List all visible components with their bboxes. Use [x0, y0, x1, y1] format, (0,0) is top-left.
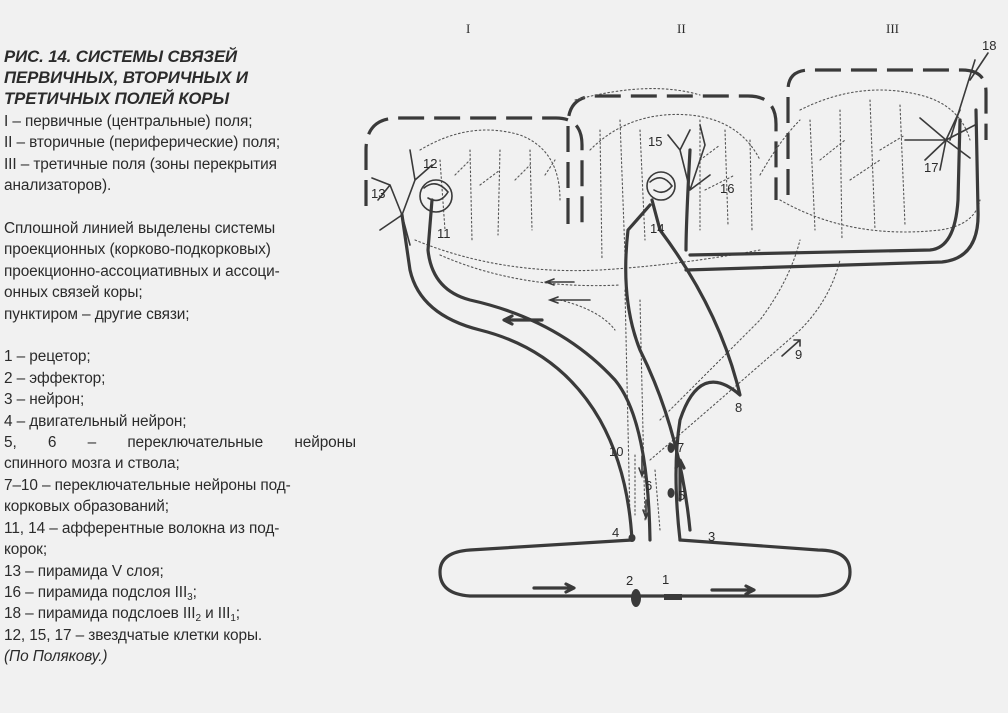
field-boundary-iii: [786, 68, 988, 195]
legend-item: 5, 6 – переключательные нейроны: [4, 434, 356, 452]
label-11: 11: [437, 226, 451, 241]
label-15: 15: [648, 134, 662, 149]
line-note: пунктиром – другие связи;: [4, 305, 190, 323]
line-note: Сплошной линией выделены системы: [4, 220, 276, 238]
column-label-i: I: [466, 21, 470, 36]
legend-item: 2 – эффектор;: [4, 369, 106, 387]
association-fiber-iii: [684, 108, 980, 272]
label-16: 16: [720, 181, 734, 196]
figure-title-line: ПЕРВИЧНЫХ, ВТОРИЧНЫХ И: [4, 68, 248, 87]
legend-item-16-tail: ;: [192, 583, 197, 601]
field-type-primary: I – первичные (центральные) поля;: [4, 113, 253, 130]
legend-item-18: 18 – пирамида подслоев III2 и III1;: [4, 603, 356, 624]
stellate-cell-15: [646, 171, 676, 201]
field-type-tertiary: III – третичные поля (зоны перекрытия: [4, 155, 277, 173]
label-10: 10: [609, 444, 623, 459]
neuron-4-soma: [628, 534, 636, 542]
legend-item-stellate: 12, 15, 17 – звездчатые клетки коры.: [4, 626, 263, 644]
arrow-up-right-icon: [781, 339, 801, 357]
legend-item: корковых образований;: [4, 498, 169, 516]
arrow-left-icon: [543, 278, 575, 286]
legend-item: 13 – пирамида V слоя;: [4, 562, 164, 580]
leader-line-18: [969, 52, 989, 81]
subscript: 3: [187, 591, 193, 603]
legend-item: 4 – двигательный нейрон;: [4, 412, 187, 430]
stellate-cell-17: [904, 109, 976, 171]
legend-item: 1 – рецетор;: [4, 348, 91, 366]
legend-item: 7–10 – переключательные нейроны под-: [4, 476, 291, 494]
arrow-left-icon: [547, 296, 591, 304]
label-9: 9: [795, 347, 802, 362]
label-12: 12: [423, 156, 437, 171]
legend-item-18-text: 18 – пирамида подслоев III: [4, 605, 196, 623]
label-8: 8: [735, 400, 742, 415]
figure-title: Рис. 14. СИСТЕМЫ СВЯЗЕЙ ПЕРВИЧНЫХ, ВТОРИ…: [4, 46, 356, 109]
subscript: 2: [195, 613, 201, 625]
pyramid-18-dendrite: [949, 59, 976, 141]
label-1: 1: [662, 572, 669, 587]
afferent-fiber-11: [400, 213, 634, 542]
reflex-arc: [438, 538, 852, 598]
arrow-right-icon: [532, 582, 576, 594]
legend-item-18-tail: ;: [235, 605, 240, 623]
arrow-down-icon: [638, 455, 646, 479]
legend-item: 11, 14 – афферентные волокна из под-: [4, 519, 280, 537]
column-label-iii: III: [886, 21, 899, 36]
pyramid-15: [667, 124, 711, 191]
label-6: 6: [645, 478, 652, 493]
field-type-tertiary-cont: анализаторов).: [4, 177, 112, 195]
stellate-cell-12: [419, 179, 453, 213]
arrow-down-icon: [642, 499, 650, 521]
effector-2: [631, 589, 641, 607]
legend-item-16: 16 – пирамида подслоя III3;: [4, 582, 356, 603]
label-3: 3: [708, 529, 715, 544]
label-7: 7: [677, 440, 684, 455]
legend-item-18-mid: и III: [200, 605, 231, 623]
legend-item: спинного мозга и ствола;: [4, 455, 180, 473]
figure-title-line: ТРЕТИЧНЫХ ПОЛЕЙ КОРЫ: [4, 89, 230, 108]
line-note: онных связей коры;: [4, 284, 143, 302]
subscript: 1: [230, 613, 236, 625]
field-type-secondary: II – вторичные (периферические) поля;: [4, 134, 281, 152]
label-18: 18: [982, 38, 996, 53]
neuron-5-soma: [667, 488, 675, 498]
label-5: 5: [678, 488, 685, 503]
legend-panel: Рис. 14. СИСТЕМЫ СВЯЗЕЙ ПЕРВИЧНЫХ, ВТОРИ…: [4, 46, 356, 668]
association-fiber-iii-upper: [684, 118, 962, 257]
receptor-1: [664, 594, 682, 600]
relay-nuclei: [628, 443, 682, 607]
direction-arrows: [502, 278, 801, 596]
legend-item-16-text: 16 – пирамида подслоя III: [4, 583, 188, 601]
label-14: 14: [650, 221, 664, 236]
label-13: 13: [371, 186, 385, 201]
line-note: проекционных (корково-подкорковых): [4, 241, 271, 259]
label-4: 4: [612, 525, 619, 540]
arrow-up-icon: [674, 458, 686, 502]
field-boundary-ii: [566, 94, 778, 224]
diagram-labels: 1 2 3 4 5 6 7 8 9 10 11 12 13 14 15 16 1…: [371, 38, 996, 588]
arrow-right-icon: [710, 584, 756, 596]
label-2: 2: [626, 573, 633, 588]
line-note: проекционно-ассоциативных и ассоци-: [4, 262, 280, 280]
afferent-fiber-11-inner: [426, 198, 652, 542]
label-17: 17: [924, 160, 938, 175]
legend-item: корок;: [4, 541, 47, 559]
pathway-8: [650, 198, 742, 542]
arrow-left-icon: [502, 314, 544, 326]
column-label-ii: II: [677, 21, 686, 36]
legend-item: 3 – нейрон;: [4, 391, 85, 409]
pyramid-13: [371, 149, 433, 246]
field-boundary-i: [364, 116, 584, 230]
figure-title-line: Рис. 14. СИСТЕМЫ СВЯЗЕЙ: [4, 47, 238, 66]
neuron-cells: [371, 59, 976, 246]
figure-source: (По Полякову.): [4, 648, 108, 666]
solid-pathways: [400, 108, 980, 598]
neuron-7-soma: [667, 443, 675, 453]
